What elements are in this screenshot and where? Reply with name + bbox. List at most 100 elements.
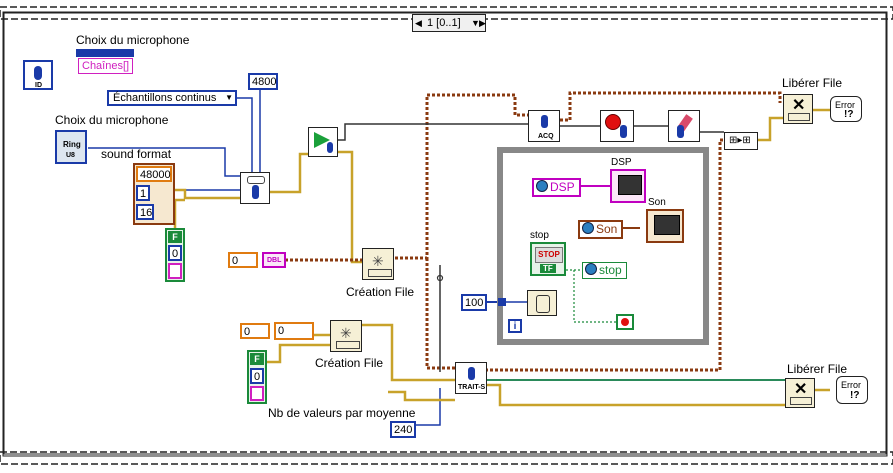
son-refnum[interactable]: Son	[578, 220, 624, 239]
son-graph-indicator[interactable]	[646, 209, 684, 243]
error-handler-1[interactable]: Error !?	[830, 96, 862, 122]
stop-ref-label: stop	[599, 263, 622, 277]
sound-input-start-node[interactable]	[308, 127, 338, 157]
merge-errors-node[interactable]: ⊞▸⊞	[724, 132, 758, 150]
queue-icon	[790, 397, 812, 405]
dsp-graph-indicator[interactable]	[610, 169, 646, 203]
error-caption: Error	[841, 380, 861, 390]
creation-file-label-1: Création File	[346, 285, 415, 299]
stop-refnum[interactable]: stop	[582, 262, 627, 279]
echantillons-enum[interactable]: Échantillons continus ▼	[107, 90, 237, 106]
loop-condition-terminal[interactable]	[616, 314, 634, 330]
acq-caption: ACQ	[538, 133, 554, 140]
exclamation-icon: !?	[850, 390, 860, 401]
microphone-icon	[34, 66, 42, 80]
decrement-arrow-icon[interactable]: ◀	[415, 18, 422, 28]
choix-microphone-bar	[76, 49, 134, 57]
creation-file-label-2: Création File	[315, 356, 384, 370]
microphone-id-icon[interactable]: ID	[23, 60, 53, 90]
constant-0-bottom-left[interactable]: 0	[240, 323, 270, 339]
u8-caption: U8	[66, 152, 75, 159]
microphone-icon	[677, 125, 684, 138]
acq-subvi[interactable]: ACQ	[528, 110, 560, 142]
chaines-indicator[interactable]: Chaînes[]	[78, 58, 134, 74]
key-icon	[247, 176, 265, 184]
sound-format-label: sound format	[101, 147, 172, 161]
string-element-bottom[interactable]	[250, 386, 264, 401]
exclamation-icon: !?	[844, 109, 854, 120]
stop-record-icon	[605, 114, 621, 130]
dsp-refnum[interactable]: DSP	[532, 178, 581, 197]
dsp-caption: DSP	[611, 157, 632, 168]
release-queue-node-2[interactable]: ✕	[785, 378, 815, 408]
string-element-left[interactable]	[168, 263, 182, 279]
trait-s-subvi[interactable]: TRAIT-S	[455, 362, 487, 394]
microphone-icon	[468, 367, 475, 380]
case-selector[interactable]: ◀ 1 [0..1] ▼ ▶	[412, 14, 486, 32]
constant-48000[interactable]: 48000	[136, 166, 172, 182]
sound-input-stop-node[interactable]	[600, 110, 634, 142]
boolean-f-left[interactable]: F	[168, 231, 182, 243]
constant-16[interactable]: 16	[136, 204, 154, 220]
x-icon: ✕	[792, 97, 806, 114]
watch-icon	[536, 295, 550, 313]
error-caption: Error	[835, 100, 855, 110]
stop-caption: stop	[530, 230, 549, 241]
microphone-icon	[620, 125, 627, 138]
queue-icon	[788, 113, 810, 121]
enum-arrow-icon[interactable]: ▼	[225, 93, 233, 102]
stop-label: STOP	[535, 247, 563, 263]
liberer-file-label-1: Libérer File	[782, 76, 843, 90]
choix-microphone-label-top: Choix du microphone	[76, 33, 190, 47]
error-handler-2[interactable]: Error !?	[836, 376, 868, 404]
sound-input-configure-node[interactable]	[240, 172, 270, 204]
graph-icon	[618, 175, 642, 195]
ring-control[interactable]: Ring U8	[55, 130, 87, 164]
stop-condition-icon	[621, 318, 629, 326]
release-queue-node-1[interactable]: ✕	[783, 94, 813, 124]
ring-caption: Ring	[63, 140, 81, 149]
son-caption: Son	[648, 197, 666, 208]
dbl-caption: DBL	[267, 257, 282, 264]
sound-input-clear-node[interactable]	[668, 110, 700, 142]
nb-valeurs-label: Nb de valeurs par moyenne	[268, 406, 416, 420]
constant-0-queue[interactable]: 0	[228, 252, 258, 268]
id-caption: ID	[35, 82, 42, 89]
son-ref-label: Son	[596, 222, 618, 236]
obtain-queue-node-2[interactable]: ✳	[330, 320, 362, 352]
liberer-file-label-2: Libérer File	[787, 362, 848, 376]
globe-icon	[585, 263, 597, 275]
microphone-icon	[252, 185, 259, 199]
graph-icon	[654, 215, 680, 235]
play-icon	[314, 132, 330, 148]
constant-240[interactable]: 240	[390, 421, 416, 438]
constant-0-bottom-cluster[interactable]: 0	[250, 368, 264, 384]
spark-icon: ✳	[372, 253, 384, 269]
dropdown-arrow-icon[interactable]: ▼	[471, 18, 480, 28]
wait-ms-node[interactable]	[527, 290, 557, 316]
constant-1[interactable]: 1	[136, 185, 150, 201]
loop-iteration-terminal: i	[508, 319, 522, 333]
dbl-type-icon: DBL	[262, 252, 286, 268]
frame-label: 1 [0..1]	[427, 17, 461, 29]
stop-button[interactable]: STOP TF	[530, 242, 566, 276]
constant-4800[interactable]: 4800	[248, 73, 278, 90]
globe-icon	[536, 180, 548, 192]
spark-icon: ✳	[340, 325, 352, 341]
increment-arrow-icon[interactable]: ▶	[479, 18, 486, 28]
boolean-f-bottom[interactable]: F	[250, 353, 264, 365]
choix-microphone-label: Choix du microphone	[55, 113, 169, 127]
merge-icon: ⊞▸⊞	[729, 135, 751, 146]
globe-icon	[582, 222, 594, 234]
constant-0-bottom-right[interactable]: 0	[274, 322, 314, 340]
constant-100[interactable]: 100	[461, 294, 487, 311]
queue-icon	[368, 269, 392, 277]
dsp-ref-label: DSP	[550, 180, 575, 194]
obtain-queue-node-1[interactable]: ✳	[362, 248, 394, 280]
trait-caption: TRAIT-S	[458, 384, 486, 391]
echantillons-label: Échantillons continus	[113, 92, 217, 104]
queue-icon	[336, 341, 360, 349]
constant-0-left-cluster[interactable]: 0	[168, 245, 182, 261]
